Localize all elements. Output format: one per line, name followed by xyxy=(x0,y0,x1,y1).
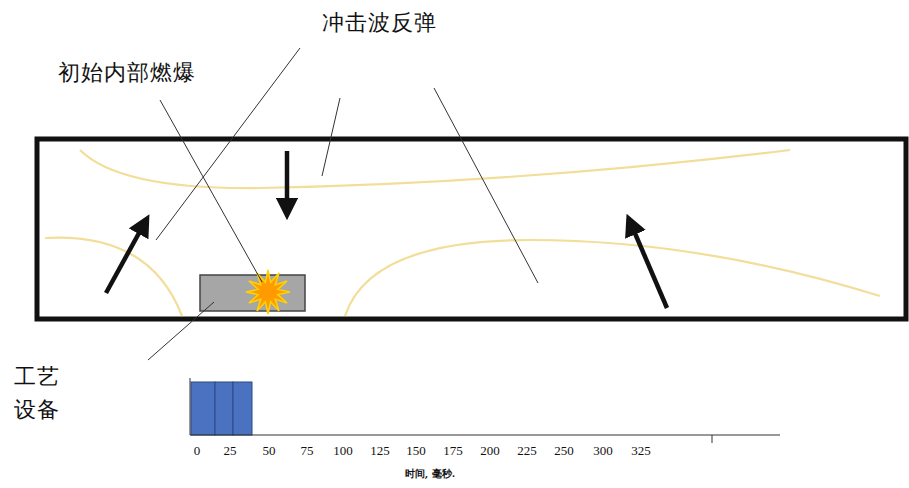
tick-label: 200 xyxy=(480,444,500,459)
tick-label: 50 xyxy=(263,444,276,459)
tick-label: 100 xyxy=(333,444,353,459)
callout-label: 工艺 设备 xyxy=(14,360,65,426)
tick-label: 150 xyxy=(406,444,426,459)
tick-label: 250 xyxy=(554,444,574,459)
tick-label: 325 xyxy=(631,444,651,459)
shock-waves xyxy=(45,150,880,316)
tick-label: 300 xyxy=(593,444,613,459)
axis-title: 时间, 毫秒. xyxy=(405,468,455,480)
time-bars xyxy=(191,382,252,435)
tick-label: 125 xyxy=(370,444,390,459)
tick-label: 75 xyxy=(301,444,314,459)
leader-lines xyxy=(148,48,538,360)
enclosure xyxy=(37,139,906,319)
explosion xyxy=(246,270,290,314)
callout-label: 冲击波反弹 xyxy=(322,10,437,35)
tick-label: 0 xyxy=(194,444,201,459)
callout-label: 初始内部燃爆 xyxy=(58,60,196,85)
tick-label: 25 xyxy=(224,444,237,459)
tick-label: 225 xyxy=(517,444,537,459)
pressure-arrows xyxy=(106,151,667,308)
tick-label: 175 xyxy=(443,444,463,459)
time-axis xyxy=(190,378,780,443)
